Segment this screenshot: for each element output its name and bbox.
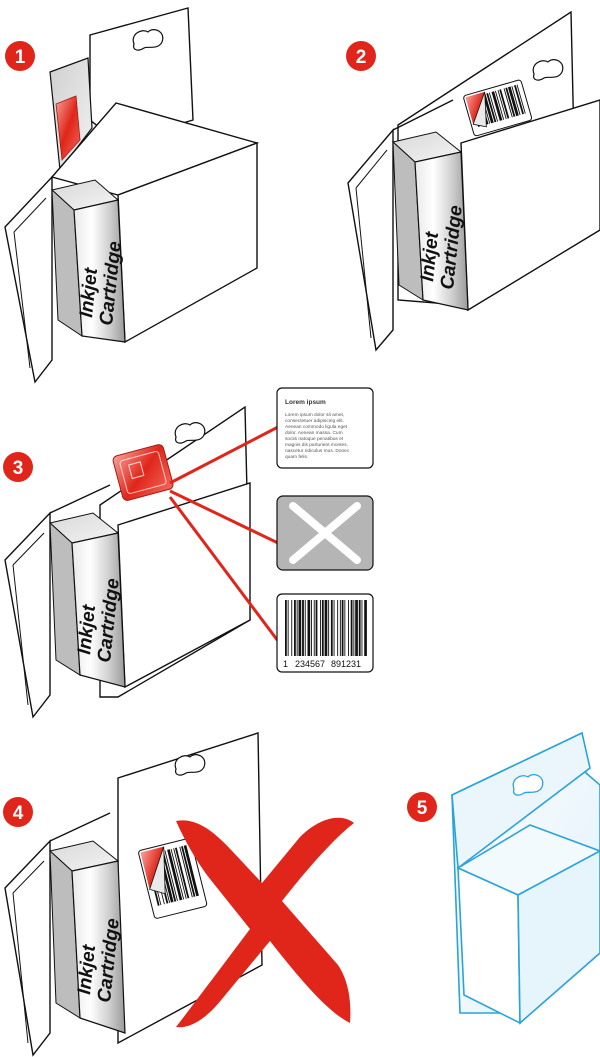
barcode-digits-mid: 234567 [295,659,325,669]
info-card-body-line: consectetuer adipiscing elit. [285,418,344,424]
info-card-title: Lorem ipsum [285,399,326,406]
no-label-card [277,496,373,570]
panel-step-5: 5 [407,733,600,1023]
panel-step-2: Inkjet Cartridge 2 [346,12,600,350]
info-label-card: Lorem ipsum Lorem ipsum dolor sit amet,c… [277,388,373,468]
info-card-body-line: sociis natoque penatibus et [285,436,344,442]
barcode-digits-right: 891231 [331,659,361,669]
panel-step-4: Inkjet Cartridge 4 [3,733,354,1055]
info-card-body-line: Lorem ipsum dolor sit amet, [285,412,344,418]
panel-step-3: Inkjet Cartridge 3 [3,407,278,717]
info-card-body-line: nascetur ridiculus mus. Donec [285,448,350,454]
step-number: 3 [13,458,24,479]
info-card-body-line: dolor. Aenean massa. Cum [285,430,343,436]
panel-step-1: Inkjet Cartridge 1 [5,8,257,382]
info-card-body-line: magnis dis parturient montes, [285,442,348,448]
info-card-body-line: Aenean commodo ligula eget [285,424,348,430]
step-number: 5 [417,798,428,819]
step-number: 2 [356,47,367,68]
step-number: 1 [15,47,26,68]
barcode-card: 1 234567 891231 [277,594,373,672]
info-card-body-line: quam felis. [285,454,308,460]
barcode-digit-left: 1 [283,659,288,669]
step-number: 4 [13,803,24,824]
